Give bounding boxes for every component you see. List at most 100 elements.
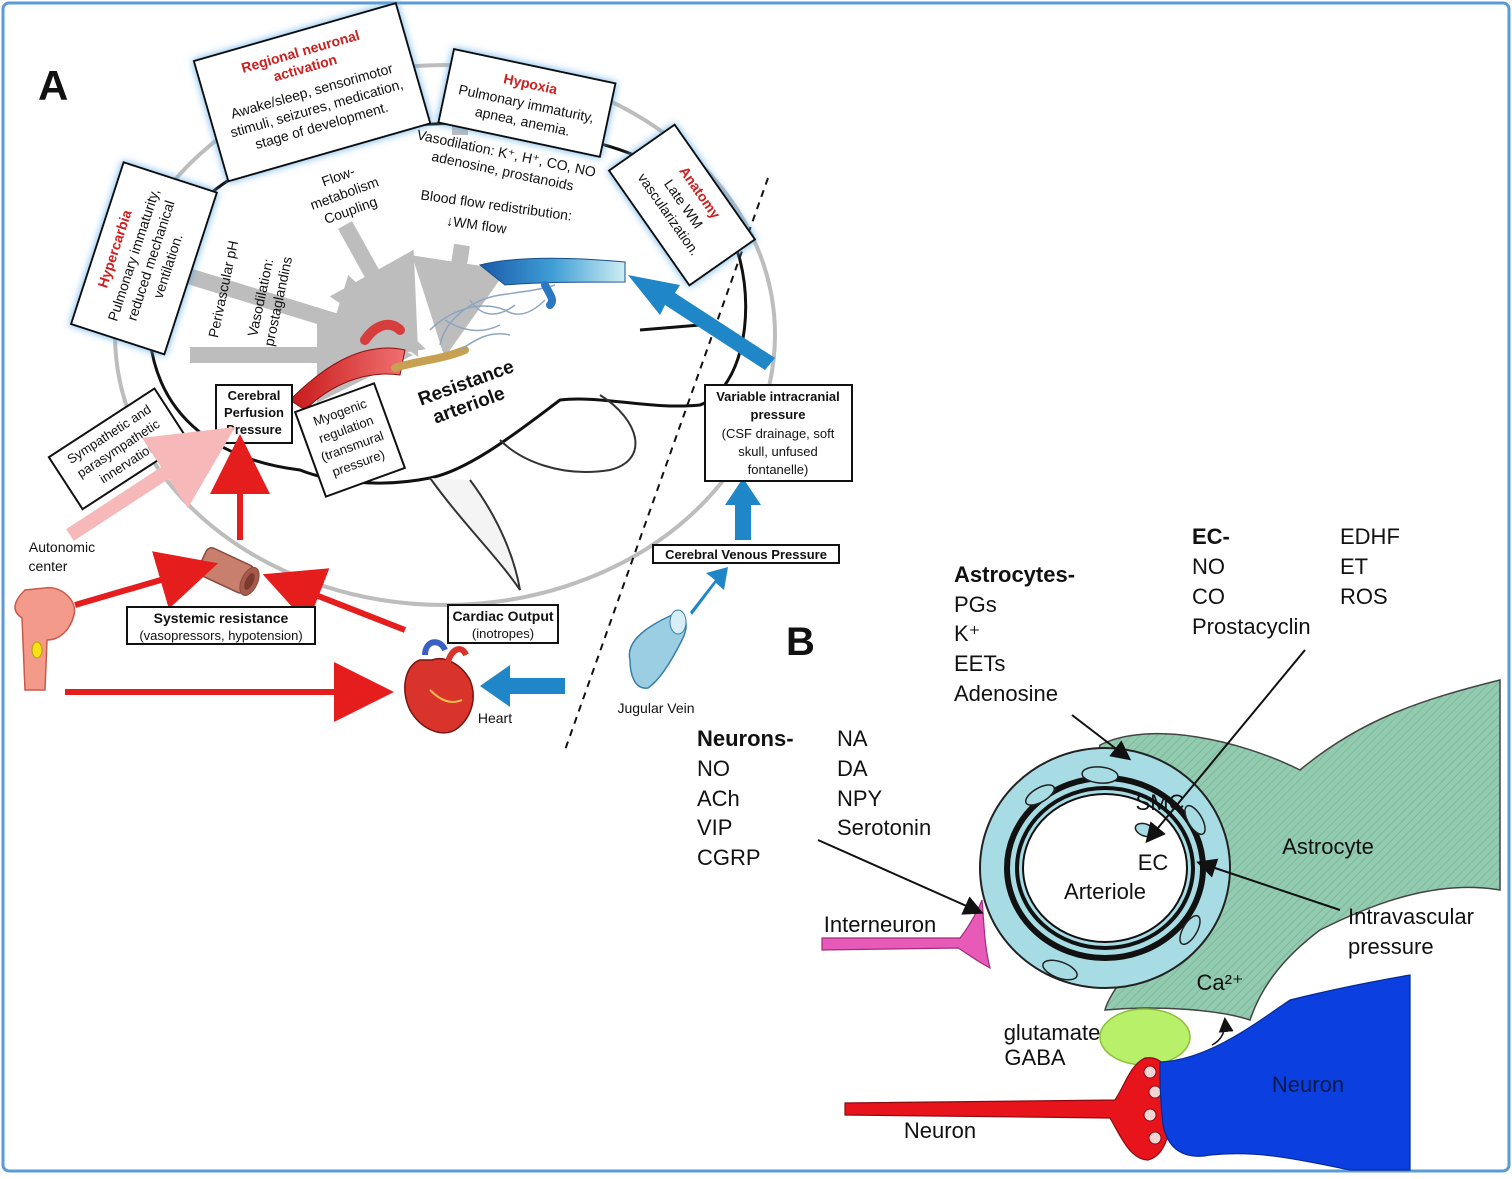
panel-label-b: B — [786, 620, 815, 664]
box-myogenic: Myogenic regulation (transmural pressure… — [293, 382, 407, 498]
heart-label: Heart — [478, 710, 512, 726]
neurons-item-2: VIP — [697, 815, 732, 840]
neurons-item2-0: NA — [837, 726, 868, 751]
blue-arrow-cvp — [725, 478, 761, 540]
vip-body-3: fontanelle) — [748, 462, 809, 477]
cpp-3: Pressure — [226, 422, 282, 437]
cerebellum — [499, 394, 637, 473]
astrocyte-label: Astrocyte — [1282, 834, 1374, 859]
astrocytes-title: Astrocytes- — [954, 562, 1075, 587]
ec-item-2: Prostacyclin — [1192, 614, 1311, 639]
box-cpp: Cerebral Perfusion Pressure — [215, 384, 293, 444]
ec-item2-1: ET — [1340, 554, 1368, 579]
vein-branch — [541, 281, 557, 309]
cardiac-title: Cardiac Output — [452, 608, 553, 624]
neuron-blue-label: Neuron — [1272, 1072, 1344, 1097]
blue-arrow-jugular — [690, 567, 728, 615]
ec-title: EC- — [1192, 524, 1230, 549]
autonomic-center-icon — [14, 586, 76, 691]
box-systemic: Systemic resistance (vasopressors, hypot… — [126, 606, 316, 645]
ec-item2-2: ROS — [1340, 584, 1388, 609]
intravascular-2: pressure — [1348, 934, 1434, 959]
box-regional: Regional neuronal activation Awake/sleep… — [192, 1, 432, 183]
neurons-item2-3: Serotonin — [837, 815, 931, 840]
smc-label: SMC — [1136, 790, 1185, 815]
neuron-red-shape — [844, 1057, 1173, 1161]
astrocytes-list: Astrocytes- PGs K⁺ EETs Adenosine — [954, 562, 1075, 706]
systemic-title: Systemic resistance — [154, 610, 289, 626]
vip-title: Variable intracranial — [716, 389, 840, 404]
brain-sulcus — [639, 323, 701, 332]
gaba-label: GABA — [1004, 1045, 1065, 1070]
vip-body-1: (CSF drainage, soft — [722, 426, 835, 441]
vip-body-2: skull, unfused — [738, 444, 818, 459]
pointer-arrows — [817, 649, 1341, 915]
ca-label: Ca²⁺ — [1196, 970, 1243, 995]
autonomic-2: center — [29, 558, 68, 574]
red-arrow-autonomic-systemic — [74, 551, 219, 609]
arteriole-label: Arteriole — [1064, 879, 1146, 904]
synaptic-vesicles — [1143, 1065, 1162, 1145]
interneuron-shape — [821, 899, 991, 970]
neurons-item-0: NO — [697, 756, 730, 781]
arrow-astrocytes — [1071, 714, 1132, 761]
neuron-red-label: Neuron — [904, 1118, 976, 1143]
box-vip: Variable intracranial pressure (CSF drai… — [704, 384, 853, 482]
arrow-neurons — [817, 839, 984, 915]
ec-item-1: CO — [1192, 584, 1225, 609]
smc-cells — [1024, 766, 1206, 981]
pink-arrow-autonomic — [66, 427, 236, 541]
arrow-ec — [1145, 649, 1306, 844]
astrocytes-item-0: PGs — [954, 592, 997, 617]
neurons-item2-1: DA — [837, 756, 868, 781]
ec-item-0: NO — [1192, 554, 1225, 579]
artery-branch — [360, 319, 405, 345]
intravascular-1: Intravascular — [1348, 904, 1474, 929]
vein-blue — [478, 257, 626, 286]
autonomic-1: Autonomic — [29, 539, 95, 555]
box-sympathetic: Sympathetic and parasympathetic innervat… — [47, 387, 190, 511]
blue-arrow-heart — [480, 665, 565, 707]
ec-list: EC- NO CO Prostacyclin EDHF ET ROS — [1192, 524, 1400, 639]
box-hypercarbia: Hypercarbia Pulmonary immaturity, reduce… — [69, 161, 219, 356]
systemic-body: (vasopressors, hypotension) — [139, 628, 302, 643]
neurons-item-1: ACh — [697, 786, 740, 811]
neuron-blue-shape — [1159, 974, 1411, 1171]
ec-item2-0: EDHF — [1340, 524, 1400, 549]
cvp-text: Cerebral Venous Pressure — [665, 547, 827, 562]
ec-label: EC — [1138, 850, 1169, 875]
blue-arrow-vip — [628, 275, 775, 370]
interneuron-label: Interneuron — [824, 912, 937, 937]
neurons-title: Neurons- — [697, 726, 794, 751]
cardiac-body: (inotropes) — [472, 626, 534, 641]
box-cardiac: Cardiac Output (inotropes) — [447, 604, 559, 644]
vip-title-2: pressure — [751, 407, 806, 422]
glutamate-arrow — [1211, 1017, 1234, 1046]
red-arrow-cardiac-systemic — [262, 568, 407, 633]
jugular-label: Jugular Vein — [617, 700, 694, 716]
astrocytes-item-1: K⁺ — [954, 621, 980, 646]
blue-arrows — [480, 275, 775, 707]
grey-arrows — [182, 115, 507, 403]
divider-dashed — [564, 177, 769, 751]
neurons-list: Neurons- NO ACh VIP CGRP NA DA NPY Serot… — [697, 726, 931, 870]
neurons-item2-2: NPY — [837, 786, 883, 811]
panel-label-a: A — [38, 62, 68, 109]
cpp-2: Perfusion — [224, 405, 284, 420]
astrocytes-item-2: EETs — [954, 651, 1005, 676]
astrocytes-item-3: Adenosine — [954, 681, 1058, 706]
jugular-vein-icon — [628, 609, 687, 689]
glutamate-blob — [1099, 1008, 1191, 1066]
capillary-net — [429, 284, 556, 351]
brainstem — [429, 477, 521, 591]
red-arrows — [65, 434, 407, 722]
cpp-1: Cerebral — [228, 388, 281, 403]
basement-ring-inner — [1015, 786, 1195, 950]
resistance-arteriole-vessel — [391, 346, 469, 372]
glutamate-label: glutamate — [1004, 1020, 1101, 1045]
box-hypoxia: Hypoxia Pulmonary immaturity, apnea, ane… — [437, 47, 617, 158]
neurons-item-3: CGRP — [697, 845, 761, 870]
box-cvp: Cerebral Venous Pressure — [652, 544, 840, 564]
